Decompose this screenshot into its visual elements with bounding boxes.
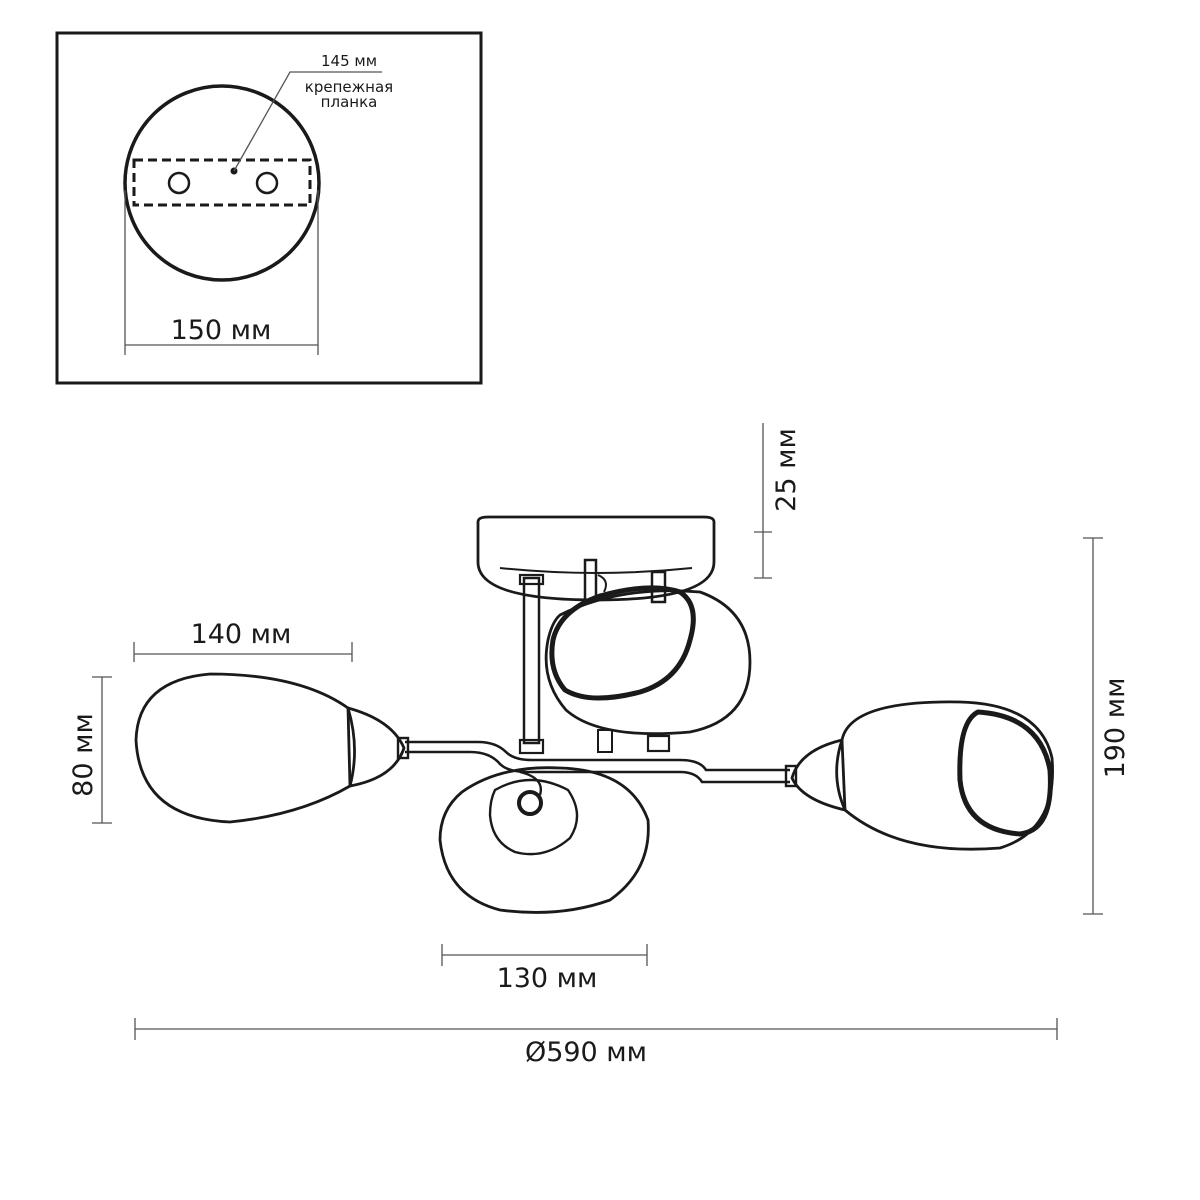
shade-front-stem bbox=[519, 770, 542, 796]
shade-front-socket bbox=[517, 790, 543, 816]
bracket-hole-right bbox=[255, 171, 279, 195]
rod-nut-right-bottom bbox=[646, 734, 671, 753]
shade-right-socket bbox=[784, 764, 798, 788]
rod-nut-left-bottom bbox=[518, 738, 545, 755]
shade-back-socket bbox=[597, 729, 613, 753]
total-diameter-label: Ø590 мм bbox=[525, 1037, 647, 1068]
total-height-label: 190 мм bbox=[1100, 678, 1131, 779]
ceiling-canopy bbox=[476, 515, 716, 602]
support-rod-center bbox=[583, 558, 598, 602]
canopy-height-label: 25 мм bbox=[771, 428, 802, 512]
shade-front-glass bbox=[438, 766, 650, 914]
shade-back-opening bbox=[549, 585, 696, 701]
mounting-inset: 145 мм крепежная планка 150 мм bbox=[55, 31, 483, 385]
bracket-leader-line bbox=[233, 71, 382, 172]
mounting-bracket-dashed bbox=[132, 158, 312, 207]
shade-height-label: 80 мм bbox=[68, 713, 99, 797]
shade-left-holder bbox=[346, 706, 406, 788]
bracket-caption-line2: планка bbox=[321, 93, 378, 111]
bracket-caption-line1: крепежная bbox=[305, 78, 393, 96]
inset-frame bbox=[55, 31, 483, 385]
shade-left-socket bbox=[396, 736, 410, 760]
cord-clip bbox=[597, 574, 607, 593]
base-diameter-label: 150 мм bbox=[171, 315, 272, 346]
bracket-size-label: 145 мм bbox=[321, 52, 377, 70]
shade-right-opening bbox=[957, 709, 1053, 837]
shade-back-glass bbox=[544, 589, 752, 736]
rod-nut-left-top bbox=[518, 573, 545, 586]
dimension-annotations: 25 мм 190 мм 140 мм 80 мм 130 мм Ø590 мм bbox=[68, 423, 1131, 1068]
shade-length-label: 140 мм bbox=[191, 619, 292, 650]
canopy-top-circle bbox=[123, 84, 321, 282]
shade-right-holder bbox=[790, 738, 847, 812]
support-rod-left bbox=[522, 576, 541, 745]
bracket-hole-left bbox=[167, 171, 191, 195]
shade-width-label: 130 мм bbox=[497, 963, 598, 994]
shade-left-glass bbox=[134, 672, 356, 824]
shade-front-holder bbox=[488, 778, 579, 856]
lamp-elevation bbox=[134, 515, 1054, 914]
